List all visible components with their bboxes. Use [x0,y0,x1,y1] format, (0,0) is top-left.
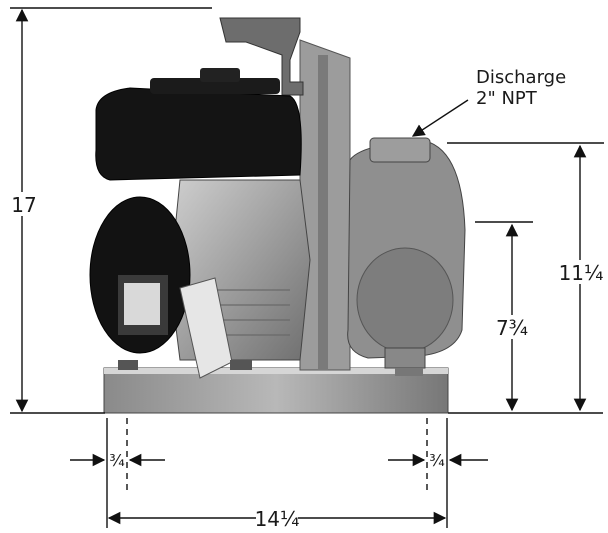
dimension-lines [10,7,604,528]
overall-height-label: 17 [11,193,36,217]
discharge-callout-line1: Discharge [476,67,566,88]
pump-illustration [89,17,466,414]
carry-handle [219,17,304,96]
dimension-labels: 17 Discharge 2" NPT 11¼ 7¾ ¾ ¾ 14¼ [8,67,603,531]
discharge-callout-line2: 2" NPT [476,88,538,109]
overall-width-label: 14¼ [255,507,300,531]
left-offset-label: ¾ [109,451,125,470]
right-offset-label: ¾ [429,451,445,470]
discharge-height-label: 11¼ [559,261,604,285]
fuel-tank [95,87,302,181]
discharge-leader-arrow [411,99,469,137]
suction-height-label: 7¾ [496,316,528,340]
discharge-port [369,137,431,163]
base-plate [103,367,449,414]
